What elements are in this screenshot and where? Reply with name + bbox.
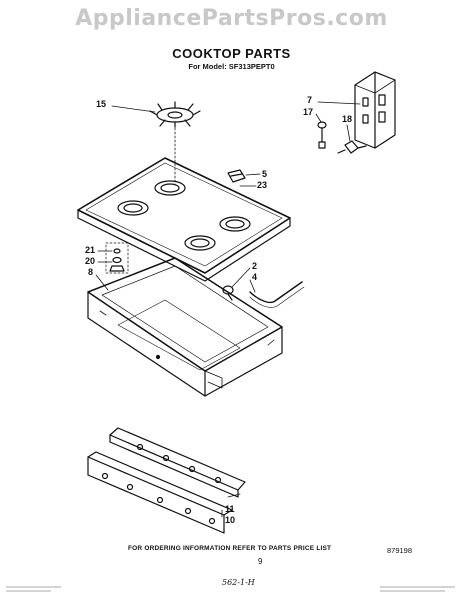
leader-17: [315, 113, 322, 123]
burner-grate-part-15: [149, 101, 201, 186]
leader-11: [227, 493, 241, 498]
site-watermark: AppliancePartsPros.com: [75, 6, 388, 31]
leader-18: [346, 124, 351, 142]
callout-17: 17: [303, 107, 314, 117]
page-number: 9: [258, 557, 263, 566]
model-subtitle: For Model: SF313PEPT0: [188, 62, 275, 71]
callout-2: 2: [252, 261, 258, 271]
callout-8: 8: [88, 267, 94, 277]
leader-4: [249, 279, 256, 293]
gas-tube-part-4: [249, 281, 305, 308]
page-title: COOKTOP PARTS: [172, 46, 291, 61]
leader-7: [317, 101, 361, 105]
leader-5: [245, 173, 261, 176]
callout-21: 21: [85, 245, 96, 255]
callout-5: 5: [262, 169, 268, 179]
callout-15: 15: [96, 99, 107, 109]
fine-print-left: [6, 586, 61, 592]
leader-8: [95, 274, 109, 291]
clip-part-5: [227, 169, 246, 183]
bracket-detail-parts-21-20: [105, 242, 129, 274]
callout-7: 7: [307, 95, 313, 105]
callout-10: 10: [225, 515, 236, 525]
handwritten-note: 562-1-H: [222, 578, 255, 587]
switch-part-18: [337, 140, 367, 154]
document-code: 879198: [387, 546, 413, 555]
callout-20: 20: [85, 256, 96, 266]
callout-11: 11: [225, 504, 235, 514]
valve-part-2: [222, 285, 234, 301]
control-panel-part-11: [109, 427, 246, 498]
bracket-part-7: [354, 71, 396, 149]
burner-box-part-8: [87, 257, 283, 397]
callout-18: 18: [342, 114, 353, 124]
leader-2: [231, 267, 251, 288]
callout-23: 23: [257, 180, 268, 190]
cooktop-top-part-23: [77, 157, 291, 282]
leader-15: [111, 105, 156, 113]
control-panel-trim-part-10: [87, 451, 233, 534]
ordering-info-note: FOR ORDERING INFORMATION REFER TO PARTS …: [128, 545, 332, 552]
callout-4: 4: [252, 272, 258, 282]
igniter-part-17: [317, 121, 327, 149]
fine-print-right: [380, 586, 455, 592]
